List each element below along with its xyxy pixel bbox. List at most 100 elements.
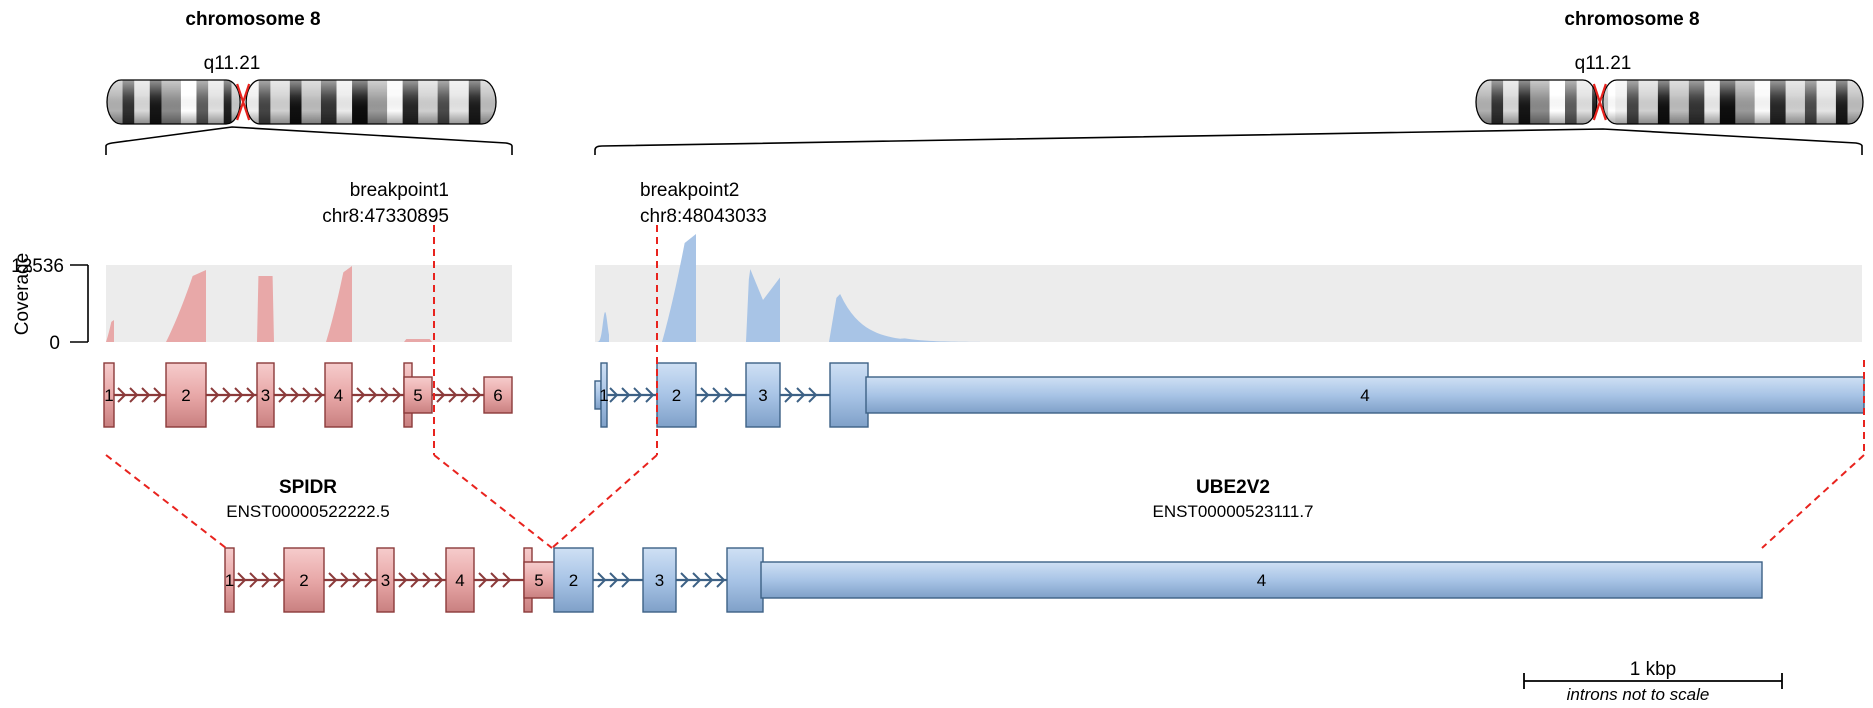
exon-: [829, 362, 869, 428]
intron-chevron: [364, 572, 374, 588]
intron-chevron: [352, 572, 362, 588]
exon-label: 5: [534, 571, 543, 590]
coverage-peak: [106, 320, 114, 342]
exon-label: 1: [225, 571, 234, 590]
intron-chevron: [380, 387, 390, 403]
intron-chevron: [210, 387, 220, 403]
exon-4: 4: [865, 376, 1865, 414]
exon-label: 2: [181, 386, 190, 405]
exon-label: 3: [261, 386, 270, 405]
intron-chevron: [410, 572, 420, 588]
intron-chevron: [328, 572, 338, 588]
intron-chevron: [368, 387, 378, 403]
intron-chevron: [712, 387, 722, 403]
exon-4: 4: [445, 547, 475, 613]
intron-chevron: [633, 387, 643, 403]
exon-2: 2: [656, 362, 697, 428]
exon-label: 2: [672, 386, 681, 405]
coverage-max-label: 12536: [11, 256, 64, 277]
right-end-connector: [1761, 454, 1865, 549]
intron-chevron: [273, 572, 283, 588]
exon-label: 3: [655, 571, 664, 590]
intron-chevron: [434, 572, 444, 588]
centromere-marker: [236, 83, 251, 121]
exon-1: 1: [103, 362, 115, 428]
exon-label: 1: [599, 386, 608, 405]
exon-1: 1: [224, 547, 235, 613]
intron-chevron: [302, 387, 312, 403]
intron-chevron: [724, 387, 734, 403]
exon-label: 1: [104, 386, 113, 405]
intron-chevron: [249, 572, 259, 588]
coverage-peak: [596, 312, 609, 342]
intron-chevron: [609, 387, 619, 403]
exon-3: 3: [745, 362, 781, 428]
intron-chevron: [460, 387, 470, 403]
intron-chevron: [129, 387, 139, 403]
intron-chevron: [478, 572, 488, 588]
scale-bar-note: introns not to scale: [1567, 685, 1710, 704]
exon-5: 5: [403, 376, 433, 414]
right-band-label: q11.21: [1575, 53, 1632, 74]
coverage-peak: [746, 269, 780, 342]
right-transcript-id: ENST00000523111.7: [1153, 502, 1314, 521]
coverage-peak: [662, 234, 696, 342]
intron-chevron: [234, 387, 244, 403]
intron-chevron: [278, 387, 288, 403]
exon-3: 3: [376, 547, 395, 613]
exon-5: 5: [523, 561, 555, 599]
exon-label: 4: [1257, 571, 1266, 590]
intron-chevron: [392, 387, 402, 403]
exon-3: 3: [256, 362, 275, 428]
coverage-peak: [166, 270, 206, 342]
breakpoint1-connector: [433, 454, 553, 549]
intron-chevron: [680, 572, 690, 588]
intron-chevron: [422, 572, 432, 588]
coverage-peak: [404, 339, 432, 342]
right-chromosome-title: chromosome 8: [1564, 9, 1699, 30]
exon-2: 2: [283, 547, 325, 613]
right-chromosome-ideogram: [1475, 79, 1864, 125]
intron-chevron: [609, 572, 619, 588]
breakpoint1-label: breakpoint1: [350, 180, 449, 201]
intron-chevron: [700, 387, 710, 403]
intron-chevron: [153, 387, 163, 403]
intron-chevron: [472, 387, 482, 403]
intron-chevron: [704, 572, 714, 588]
breakpoint2-position: chr8:48043033: [640, 206, 767, 227]
intron-chevron: [448, 387, 458, 403]
exon-2: 2: [553, 547, 594, 613]
intron-chevron: [314, 387, 324, 403]
left-coverage-profile: [106, 266, 432, 342]
intron-chevron: [340, 572, 350, 588]
intron-chevron: [141, 387, 151, 403]
intron-chevron: [645, 387, 655, 403]
intron-chevron: [237, 572, 247, 588]
intron-chevron: [784, 387, 794, 403]
centromere-marker: [1592, 83, 1607, 121]
exon-label: 4: [334, 386, 343, 405]
left-gene-name: SPIDR: [279, 477, 337, 498]
exon-4: 4: [760, 561, 1763, 599]
intron-chevron: [808, 387, 818, 403]
exon-label: 3: [758, 386, 767, 405]
exon-label: 3: [381, 571, 390, 590]
left-chromosome-ideogram: [106, 79, 497, 125]
intron-chevron: [502, 572, 512, 588]
fusion-transcript: 1 2 3 4 5 2 3 4: [224, 547, 1763, 613]
right-coverage-profile: [596, 234, 980, 342]
left-chromosome-title: chromosome 8: [185, 9, 320, 30]
breakpoint2-label: breakpoint2: [640, 180, 739, 201]
exon-label: 2: [569, 571, 578, 590]
right-coverage-track: [595, 265, 1862, 342]
intron-chevron: [222, 387, 232, 403]
left-start-connector: [105, 454, 227, 549]
intron-chevron: [796, 387, 806, 403]
intron-chevron: [290, 387, 300, 403]
intron-chevron: [621, 572, 631, 588]
left-band-label: q11.21: [204, 53, 261, 74]
intron-chevron: [436, 387, 446, 403]
